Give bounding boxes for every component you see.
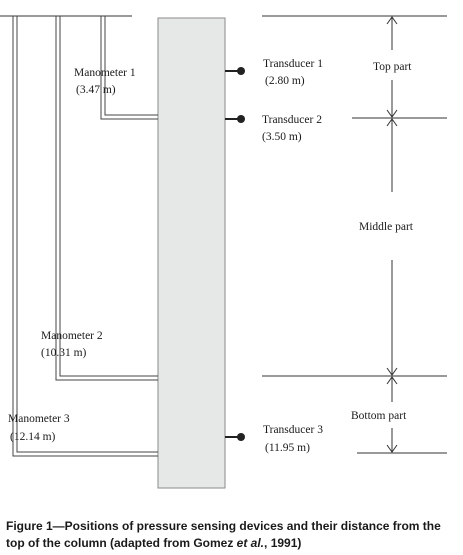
- transducer-3-sensor: [225, 433, 245, 441]
- bottom-part-arrow: [386, 376, 398, 453]
- transducer-2-label: Transducer 2: [262, 114, 322, 126]
- manometer-2-tube: [55, 16, 158, 381]
- transducer-1-label: Transducer 1: [263, 58, 323, 70]
- transducer-2-distance: (3.50 m): [262, 131, 302, 143]
- manometer-3-label: Manometer 3: [8, 413, 70, 425]
- middle-part-label: Middle part: [359, 221, 414, 233]
- top-part-label: Top part: [373, 61, 412, 73]
- top-part-arrow: [386, 16, 398, 118]
- manometer-2-label: Manometer 2: [41, 330, 103, 342]
- transducer-3-label: Transducer 3: [263, 424, 323, 436]
- transducer-3-distance: (11.95 m): [265, 442, 310, 454]
- middle-part-arrow: [386, 118, 398, 376]
- column-diagram: Manometer 1 (3.47 m) Manometer 2 (10.31 …: [0, 15, 447, 489]
- bottom-part-label: Bottom part: [351, 410, 407, 422]
- transducer-1-sensor: [225, 67, 245, 75]
- manometer-1-tube: [100, 16, 158, 120]
- transducer-2-sensor: [225, 115, 245, 123]
- manometer-3-distance: (12.14 m): [10, 431, 56, 443]
- caption-suffix: , 1991): [264, 536, 302, 550]
- column: [157, 17, 226, 489]
- manometer-2-distance: (10.31 m): [41, 347, 87, 359]
- caption-text: Figure 1—Positions of pressure sensing d…: [6, 519, 441, 550]
- manometer-1-label: Manometer 1: [74, 67, 136, 79]
- manometer-1-distance: (3.47 m): [76, 84, 116, 96]
- manometer-3-tube: [12, 16, 158, 457]
- caption-et-al: et al.: [236, 536, 265, 550]
- transducer-1-distance: (2.80 m): [265, 75, 305, 87]
- figure-caption: Figure 1—Positions of pressure sensing d…: [6, 518, 458, 552]
